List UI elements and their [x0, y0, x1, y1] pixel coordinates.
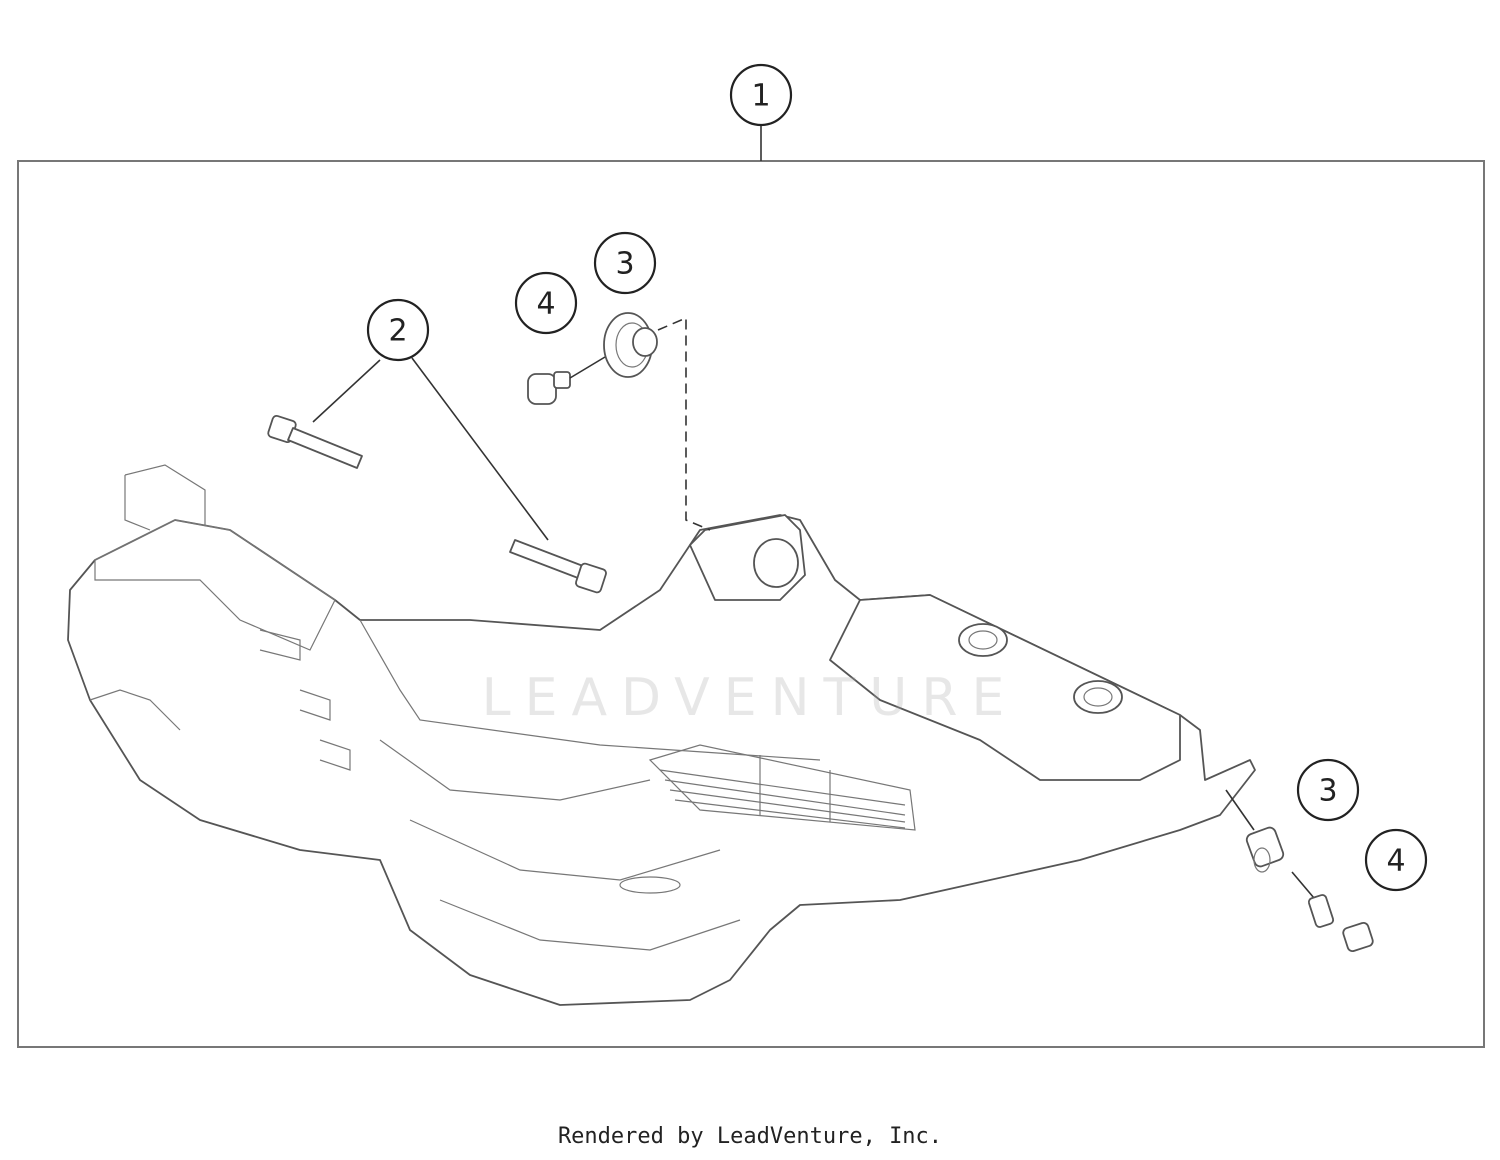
callout-3-lower: 3 [1296, 758, 1360, 822]
leader-3a-4a [569, 356, 606, 379]
callout-4-upper: 4 [514, 271, 578, 335]
rubber-bushing-upper [603, 312, 658, 378]
callout-4-lower-label: 4 [1386, 844, 1405, 879]
skid-plate [67, 464, 1256, 1006]
rib-pattern [648, 744, 916, 831]
leader-2a [312, 359, 381, 423]
callout-1-label: 1 [751, 79, 770, 114]
watermark-text: LEADVENTURE [481, 668, 1019, 728]
callout-4-upper-label: 4 [536, 287, 555, 322]
leader-2b [411, 357, 549, 541]
callout-2-label: 2 [388, 314, 407, 349]
callout-3-upper: 3 [593, 231, 657, 295]
screw-lower [1307, 894, 1374, 953]
bolt-lower [509, 539, 607, 594]
assembly-guide-dashed [657, 316, 711, 531]
callout-4-lower: 4 [1364, 828, 1428, 892]
callout-3-lower-label: 3 [1318, 774, 1337, 809]
screw-upper [527, 371, 571, 405]
footer-credit: Rendered by LeadVenture, Inc. [557, 1124, 943, 1149]
callout-2: 2 [366, 298, 430, 362]
assembly-frame [17, 160, 1485, 1048]
bolt-upper [267, 414, 363, 469]
leader-4b [1291, 871, 1315, 899]
leader-3b [1225, 789, 1255, 831]
rubber-bushing-lower [1245, 826, 1285, 873]
callout-1: 1 [729, 63, 793, 127]
callout-3-upper-label: 3 [615, 247, 634, 282]
